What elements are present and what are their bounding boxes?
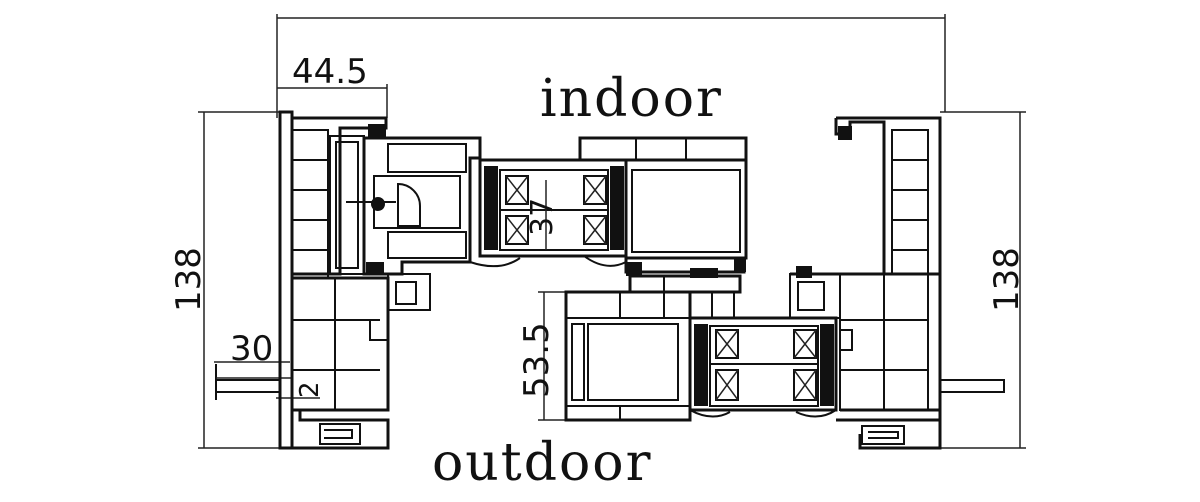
dimension-37-text: 37	[525, 198, 560, 236]
lower-glazing-unit	[688, 316, 838, 418]
dimension-2-text: 2	[295, 381, 325, 398]
left-outer-frame	[278, 110, 390, 450]
right-outer-frame	[789, 116, 1005, 450]
dimension-53-5-text: 53.5	[517, 322, 557, 398]
dimension-44-5: 44.5	[277, 52, 388, 118]
dimension-37: 37	[525, 180, 560, 250]
upper-glazing-unit	[478, 136, 748, 276]
lower-sash	[564, 290, 735, 422]
outdoor-label: outdoor	[432, 433, 652, 493]
right-height-text: 138	[987, 247, 1027, 312]
left-sill-extension	[216, 379, 281, 393]
indoor-label: indoor	[540, 69, 723, 129]
dimension-30: 30	[214, 329, 290, 400]
dimension-30-text: 30	[230, 329, 273, 369]
left-sash	[346, 136, 521, 311]
dimension-44-5-text: 44.5	[292, 52, 368, 92]
interlock-rail	[628, 268, 742, 318]
right-height-dimension: 138	[940, 111, 1027, 449]
dimension-53-5: 53.5	[517, 291, 570, 421]
top-overall-dimension	[276, 14, 946, 118]
left-height-dimension: 138	[169, 111, 280, 449]
left-height-text: 138	[169, 247, 209, 312]
